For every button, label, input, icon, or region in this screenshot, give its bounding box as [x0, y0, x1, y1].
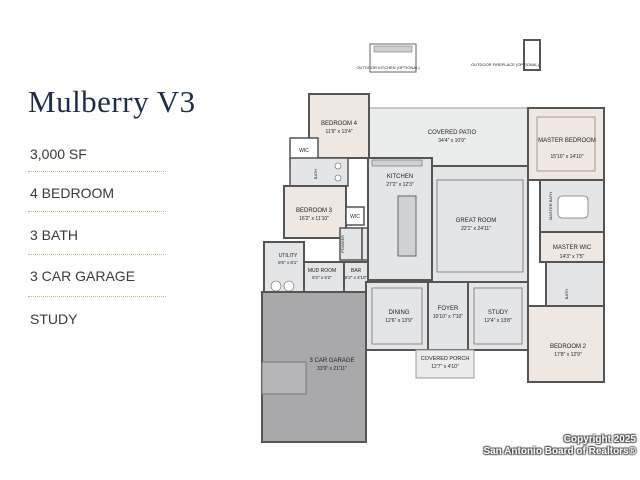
bedroom-4-dim: 11'9" x 13'4" [325, 129, 352, 135]
covered-porch-dim: 12'7" x 4'10" [431, 364, 459, 370]
bedroom-2-dim: 17'8" x 12'9" [554, 352, 582, 358]
covered-patio-dim: 34'4" x 10'9" [438, 138, 466, 144]
washer-icon [270, 280, 282, 292]
spec-divider [28, 171, 166, 172]
study-room [467, 281, 529, 351]
copyright-text: Copyright 2025 [563, 434, 636, 445]
wic-bedroom-3 [345, 206, 365, 226]
dryer-icon [283, 280, 295, 292]
study-ceiling [473, 287, 523, 345]
garage-dim: 33'9" x 21'11" [317, 366, 347, 372]
mud-room-name: MUD ROOM [308, 268, 336, 274]
mud-room-dim: 8'2" x 6'2" [312, 275, 332, 280]
covered-porch-name: COVERED PORCH [421, 356, 470, 362]
board-credit-text: San Antonio Board of Realtors® [483, 446, 636, 457]
master-bath-label: MASTER BATH [548, 192, 553, 220]
bedroom-4 [308, 93, 370, 159]
master-bedroom-dim: 15'10" x 14'10" [551, 154, 584, 160]
sink-icon [334, 174, 342, 182]
outdoor-fireplace-label: OUTDOOR FIREPLACE (OPTIONAL) [471, 62, 539, 67]
great-room [431, 165, 529, 283]
spec-divider [28, 296, 166, 297]
covered-porch [415, 349, 475, 379]
outdoor-kitchen-label: OUTDOOR KITCHEN (OPTIONAL) [356, 65, 420, 70]
spec-divider [28, 254, 166, 255]
bar-name: BAR [351, 268, 362, 274]
garage-bay-detail [261, 361, 307, 395]
great-room-dim: 22'1" x 24'11" [461, 226, 491, 232]
outdoor-fireplace-area: OUTDOOR FIREPLACE (OPTIONAL) [471, 39, 541, 71]
foyer-dim: 10'10" x 7'10" [433, 314, 463, 320]
great-room-ceiling [436, 179, 524, 273]
foyer [427, 281, 469, 351]
hall-bath [289, 157, 349, 187]
utility-name: UTILITY [279, 253, 298, 259]
bedroom-2-bath-label: BATH [564, 289, 569, 299]
master-wic-dim: 14'3" x 7'5" [560, 254, 585, 260]
master-wic [539, 231, 605, 263]
bedroom-3-dim: 16'2" x 11'10" [299, 216, 329, 222]
bedroom-3-name: BEDROOM 3 [296, 208, 333, 214]
tub-icon [557, 195, 589, 219]
dining-name: DINING [389, 310, 410, 316]
kitchen-counter [371, 159, 423, 167]
bedroom-2-name: BEDROOM 2 [550, 344, 587, 350]
outdoor-kitchen-area: OUTDOOR KITCHEN (OPTIONAL) [356, 43, 420, 73]
bar-dim: 6'2" x 4'10" [345, 275, 368, 280]
master-wic-name: MASTER WIC [553, 245, 592, 251]
master-bedroom-name: MASTER BEDROOM [538, 138, 596, 144]
bedroom-2-bath [545, 261, 605, 307]
dining-dim: 12'6" x 13'9" [385, 318, 413, 324]
great-room-name: GREAT ROOM [456, 218, 496, 224]
master-bedroom [527, 107, 605, 181]
covered-patio-name: COVERED PATIO [428, 130, 477, 136]
garage-name: 3 CAR GARAGE [309, 358, 354, 364]
wic-label: WIC [299, 148, 309, 154]
bedroom-2 [527, 305, 605, 383]
powder-label: POWDER [340, 235, 345, 253]
kitchen-name: KITCHEN [387, 174, 413, 180]
spec-garage: 3 CAR GARAGE [30, 268, 136, 284]
spec-square-footage: 3,000 SF [30, 146, 87, 162]
wic-label: WIC [350, 214, 360, 220]
spec-baths: 3 BATH [30, 227, 78, 243]
bedroom-3 [283, 185, 347, 239]
bedroom-4-name: BEDROOM 4 [321, 121, 358, 127]
master-tray-ceiling [536, 116, 596, 172]
kitchen-island [397, 195, 417, 257]
hall-bath-label: BATH [313, 169, 318, 179]
utility-dim: 9'5" x 8'1" [278, 260, 298, 265]
foyer-name: FOYER [438, 306, 459, 312]
kitchen-dim: 27'2" x 12'3" [386, 182, 414, 188]
study-dim: 12'4" x 13'8" [484, 318, 512, 324]
sink-icon [334, 162, 342, 170]
study-name: STUDY [488, 310, 508, 316]
plan-title: Mulberry V3 [28, 84, 196, 119]
spec-divider [28, 211, 166, 212]
bar [343, 261, 369, 293]
dining-room [365, 281, 429, 351]
dining-ceiling [371, 287, 423, 345]
spec-study: STUDY [30, 311, 78, 327]
spec-bedrooms: 4 BEDROOM [30, 185, 115, 201]
